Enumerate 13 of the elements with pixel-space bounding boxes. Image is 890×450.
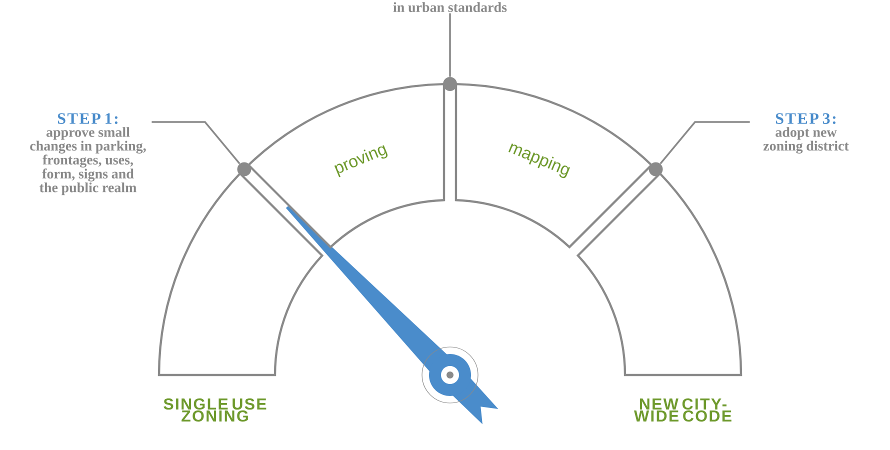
leader-line xyxy=(660,121,750,164)
leader-dot xyxy=(237,162,252,176)
step-text: STEP 1: approve small changes in parking, frontages, uses, form, signs and the public realm xyxy=(30,113,146,196)
scale-end-label: NEW CITY-WIDE CODE xyxy=(634,398,732,422)
gauge-segment xyxy=(576,172,742,376)
scale-end-label: SINGLE USE ZONING xyxy=(164,398,266,422)
leader-dot xyxy=(648,162,663,176)
leader-line xyxy=(449,13,451,77)
gauge-segment xyxy=(158,172,324,376)
step-text: STEP 3: adopt new zoning district xyxy=(763,113,849,154)
leader-dot xyxy=(443,77,457,91)
step-text: in urban standards xyxy=(393,2,507,12)
leader-line xyxy=(152,121,240,164)
